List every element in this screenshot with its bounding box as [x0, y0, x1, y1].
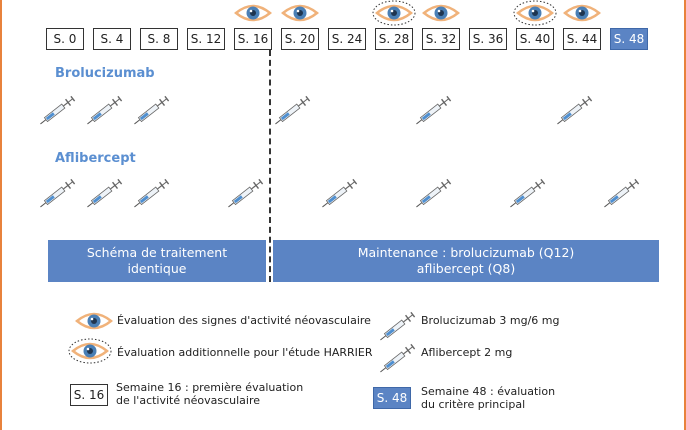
loading-phase-line1: Schéma de traitement [86, 245, 228, 260]
legend-week48-line1: Semaine 48 : évaluation [421, 385, 556, 398]
legend-syringe-icon-aflibercept [374, 336, 420, 386]
week-box: S. 16 [234, 28, 272, 50]
legend-week48-line2: du critère principal [421, 398, 526, 411]
week-box: S. 4 [93, 28, 131, 50]
syringe-icon [81, 171, 127, 217]
week-box: S. 48 [610, 28, 648, 50]
syringe-icon [410, 88, 456, 134]
week-box: S. 40 [516, 28, 554, 50]
legend-week48-text: Semaine 48 : évaluation du critère princ… [421, 385, 555, 411]
legend-eye-icon [72, 308, 116, 338]
legend-syringe-icon-brolucizumab [374, 304, 420, 354]
syringe-icon [316, 171, 362, 217]
syringe-icon [410, 171, 456, 217]
legend-aflibercept-text: Aflibercept 2 mg [421, 346, 513, 359]
week-box: S. 20 [281, 28, 319, 50]
legend-eye-text: Évaluation des signes d'activité néovasc… [117, 314, 371, 327]
legend-eye-dotted-text: Évaluation additionnelle pour l'étude HA… [117, 346, 373, 359]
legend-eye-dotted-icon [68, 338, 112, 368]
syringe-icon [598, 171, 644, 217]
syringe-icon [269, 88, 315, 134]
legend-week48-box: S. 48 [373, 387, 411, 409]
syringe-icon [34, 88, 80, 134]
legend-week16-line1: Semaine 16 : première évaluation [116, 381, 304, 394]
maintenance-phase-line1: Maintenance : brolucizumab (Q12) [357, 245, 575, 260]
legend-week16-box: S. 16 [70, 384, 108, 406]
week-box: S. 44 [563, 28, 601, 50]
week-box: S. 24 [328, 28, 366, 50]
loading-phase-line2: identique [127, 261, 187, 276]
syringe-icon [551, 88, 597, 134]
syringe-icon [128, 88, 174, 134]
eye-icon [278, 0, 322, 26]
eye-icon [231, 0, 275, 26]
syringe-icon [504, 171, 550, 217]
week-box: S. 36 [469, 28, 507, 50]
arm-label-brolucizumab: Brolucizumab [55, 66, 155, 81]
week-box: S. 28 [375, 28, 413, 50]
loading-phase-bar: Schéma de traitement identique [48, 240, 266, 282]
harrier-eye-icon [513, 0, 557, 26]
syringe-icon [34, 171, 80, 217]
eye-icon [419, 0, 463, 26]
week-box: S. 0 [46, 28, 84, 50]
arm-label-aflibercept: Aflibercept [55, 151, 136, 166]
syringe-icon [222, 171, 268, 217]
legend-week16-text: Semaine 16 : première évaluation de l'ac… [116, 381, 303, 407]
legend-week16-line2: de l'activité néovasculaire [116, 394, 260, 407]
syringe-icon [128, 171, 174, 217]
week-box: S. 8 [140, 28, 178, 50]
week-box: S. 12 [187, 28, 225, 50]
syringe-icon [81, 88, 127, 134]
week-box: S. 32 [422, 28, 460, 50]
maintenance-phase-bar: Maintenance : brolucizumab (Q12) afliber… [273, 240, 659, 282]
harrier-eye-icon [372, 0, 416, 26]
legend-brolucizumab-text: Brolucizumab 3 mg/6 mg [421, 314, 560, 327]
eye-icon [560, 0, 604, 26]
maintenance-phase-line2: aflibercept (Q8) [416, 261, 516, 276]
phase-divider [269, 50, 271, 282]
